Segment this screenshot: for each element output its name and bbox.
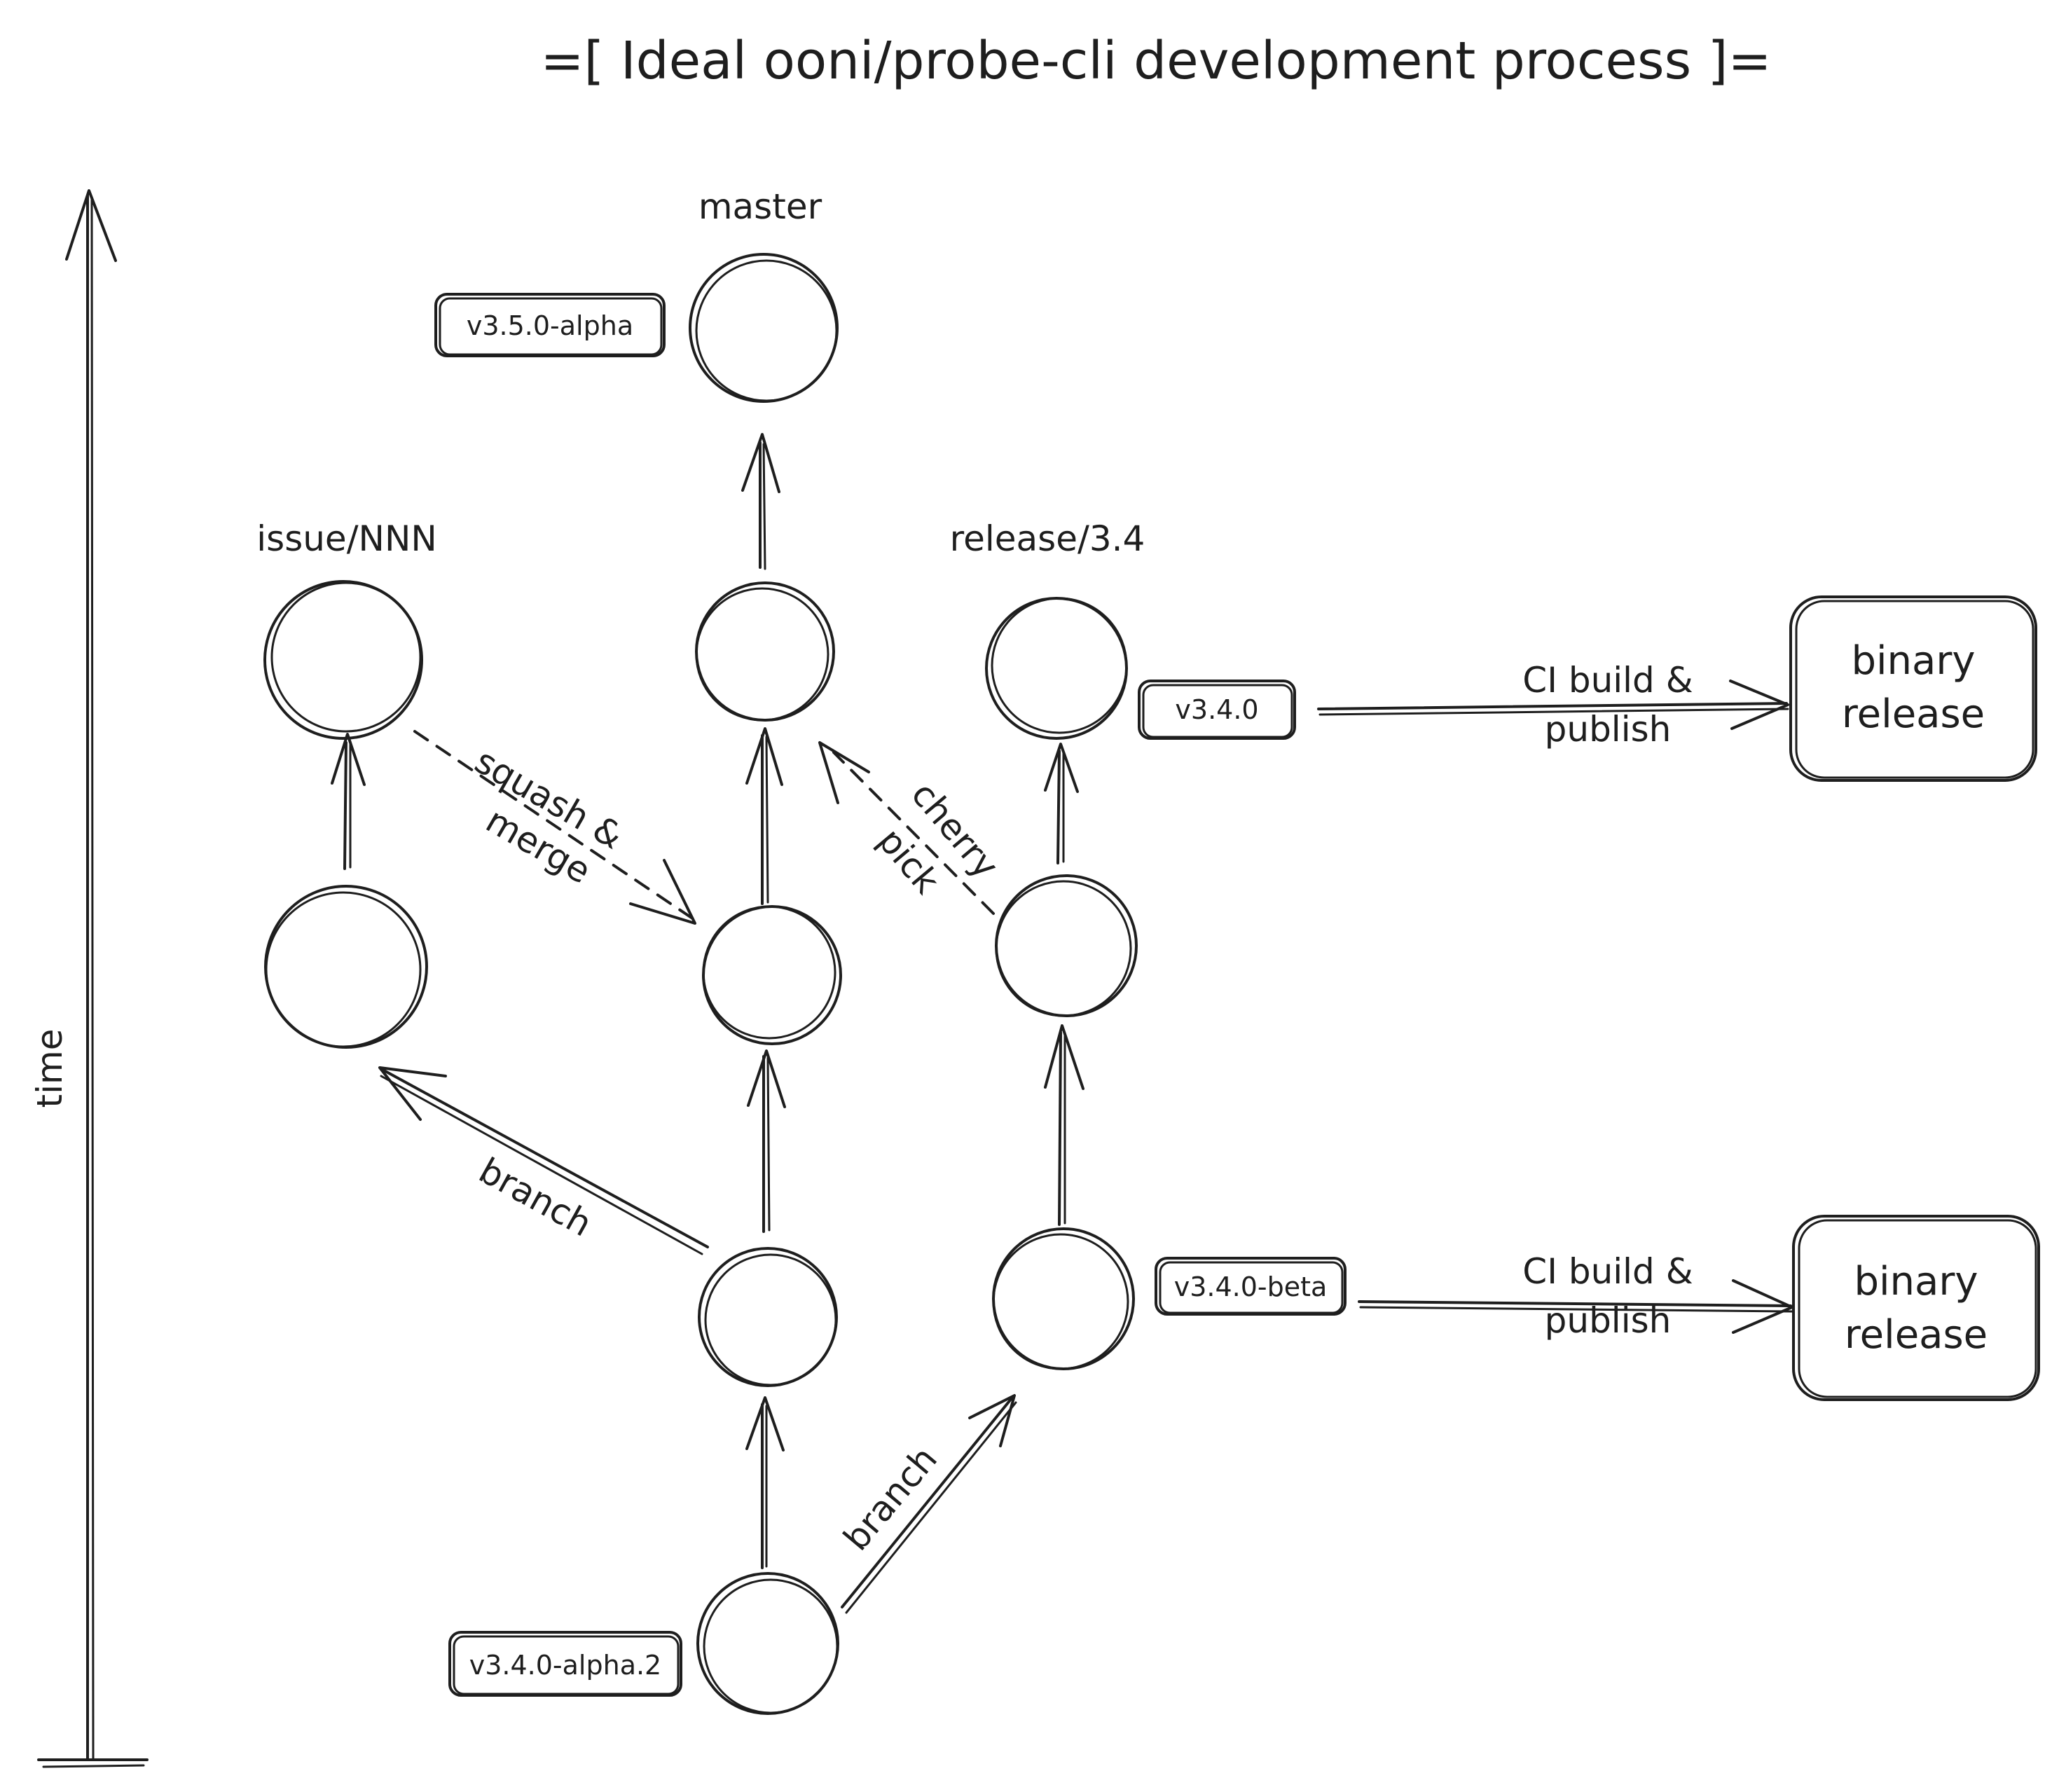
arrow-master-4 — [745, 1396, 785, 1569]
arrow-ci-top — [1317, 680, 1789, 730]
arrow-master-2 — [745, 727, 783, 905]
tag-v340-alpha2: v3.4.0-alpha.2 — [448, 1631, 682, 1697]
edge-label-ci-bottom-line2: publish — [1545, 1300, 1672, 1341]
branch-label-issue: issue/NNN — [256, 518, 437, 559]
commit-node-issue-bottom — [264, 885, 428, 1049]
arrow-squash-merge — [413, 730, 696, 925]
branch-label-release: release/3.4 — [950, 518, 1145, 559]
tag-v350-alpha-text: v3.5.0-alpha — [467, 310, 633, 341]
edge-label-ci-top-line2: publish — [1545, 709, 1672, 750]
binary-release-box-bottom: binary release — [1792, 1215, 2040, 1401]
time-axis-label: time — [29, 1029, 70, 1108]
binary-release-top-line2: release — [1842, 691, 1985, 737]
diagram-title: =[ Ideal ooni/probe-cli development proc… — [540, 31, 1771, 91]
arrow-branch-issue — [378, 1066, 709, 1255]
commit-node-release-bottom — [992, 1227, 1135, 1370]
commit-node-master-base — [696, 1572, 839, 1715]
commit-node-release-mid — [995, 874, 1138, 1017]
commit-node-issue-top — [263, 580, 423, 740]
edge-label-branch-issue: branch — [472, 1150, 598, 1245]
commit-node-master-top — [689, 253, 839, 403]
tag-v340-beta: v3.4.0-beta — [1155, 1257, 1347, 1316]
arrow-release-2 — [1044, 1024, 1084, 1226]
commit-node-master-branch-point — [698, 1247, 838, 1387]
tag-v340-text: v3.4.0 — [1175, 694, 1258, 725]
time-axis — [37, 189, 149, 1768]
commit-node-master-cherry — [695, 581, 835, 722]
tag-v350-alpha: v3.5.0-alpha — [434, 293, 666, 357]
commit-node-master-squash — [702, 905, 842, 1045]
edge-label-ci-bottom-line1: CI build & — [1522, 1251, 1693, 1292]
binary-release-top-line1: binary — [1851, 638, 1975, 684]
arrow-master-3 — [747, 1049, 786, 1233]
tag-v340-beta-text: v3.4.0-beta — [1174, 1271, 1328, 1302]
arrow-release-1 — [1044, 743, 1079, 864]
arrow-master-1 — [741, 433, 780, 570]
edge-label-ci-top-line1: CI build & — [1522, 660, 1693, 701]
arrow-branch-release — [841, 1394, 1017, 1614]
tag-v340: v3.4.0 — [1138, 680, 1296, 740]
branch-label-master: master — [698, 186, 822, 227]
binary-release-bottom-line2: release — [1845, 1312, 1988, 1358]
arrow-cherry-pick — [818, 741, 995, 915]
commit-node-release-top — [985, 597, 1128, 740]
tag-v340-alpha2-text: v3.4.0-alpha.2 — [469, 1650, 661, 1681]
arrow-issue — [331, 733, 366, 870]
binary-release-box-top: binary release — [1789, 595, 2037, 782]
binary-release-bottom-line1: binary — [1854, 1259, 1978, 1304]
